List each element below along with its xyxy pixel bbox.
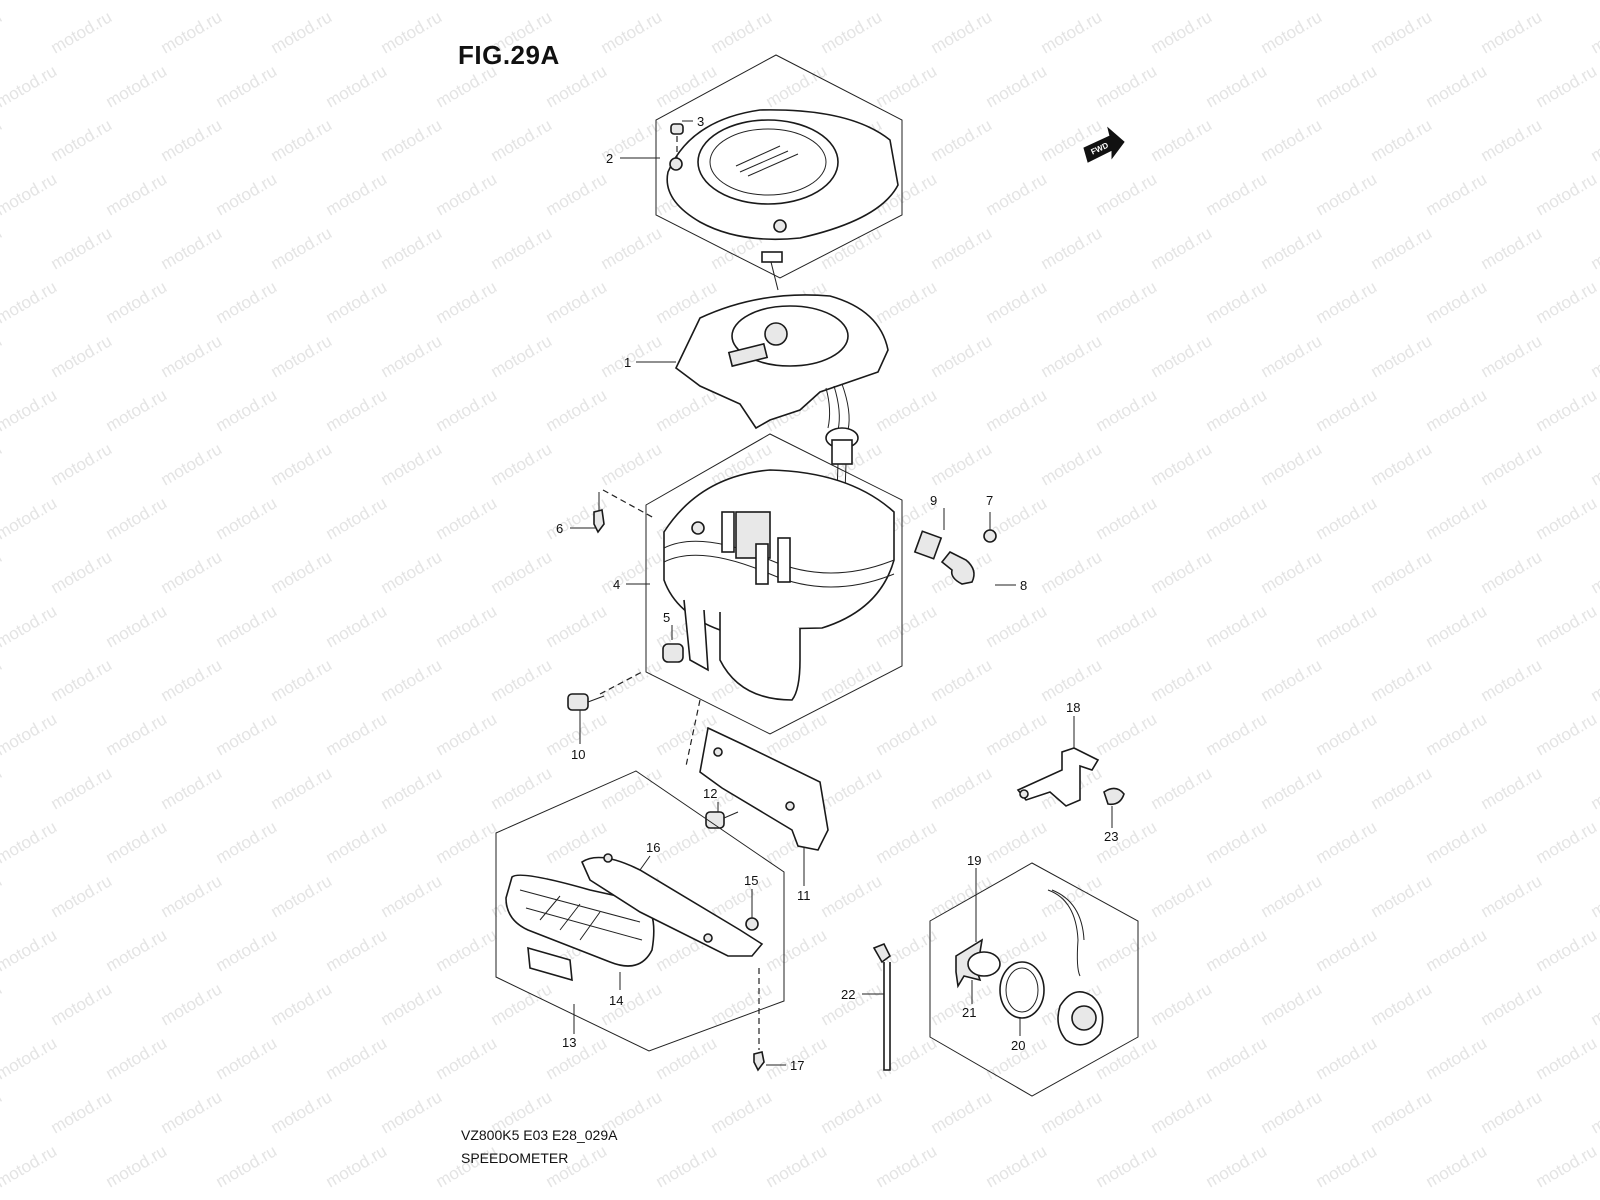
callout-11: 11: [797, 888, 811, 903]
callout-12: 12: [703, 786, 717, 801]
callout-10: 10: [571, 747, 585, 762]
callout-9: 9: [930, 493, 937, 508]
forward-direction-arrow: FWD: [1083, 126, 1125, 163]
callout-19: 19: [967, 853, 981, 868]
bracket-11: [685, 699, 829, 851]
gear-box-group: [929, 862, 1139, 1097]
bracket-18: [1016, 747, 1100, 807]
callout-6: 6: [556, 521, 563, 536]
screw-10: [567, 671, 643, 711]
meter-case-group: [645, 433, 903, 735]
figure-title: FIG.29A: [458, 40, 560, 70]
callout-5: 5: [663, 610, 670, 625]
clip-23: [1103, 787, 1125, 806]
cable-tie-22: [872, 942, 892, 1071]
callout-14: 14: [609, 993, 623, 1008]
callout-7: 7: [986, 493, 993, 508]
callout-21: 21: [962, 1005, 976, 1020]
screw-17: [753, 968, 765, 1072]
callout-2: 2: [606, 151, 613, 166]
diagram-caption: SPEEDOMETER: [461, 1150, 569, 1166]
clamp-group: [913, 512, 997, 585]
callout-18: 18: [1066, 700, 1080, 715]
callout-22: 22: [841, 987, 855, 1002]
callout-4: 4: [613, 577, 620, 592]
callout-1: 1: [624, 355, 631, 370]
callout-labels: 2 3 1 4 5 6 7 8 9 10 11 12 13 14 15 16 1…: [556, 114, 1118, 1073]
callout-13: 13: [562, 1035, 576, 1050]
meter-assembly: [674, 251, 889, 521]
callout-23: 23: [1104, 829, 1118, 844]
callout-3: 3: [697, 114, 704, 129]
meter-cover-group: [655, 54, 903, 279]
indicator-lamp-group: [495, 770, 785, 1052]
callout-16: 16: [646, 840, 660, 855]
model-code: VZ800K5 E03 E28_029A: [461, 1127, 618, 1143]
callout-17: 17: [790, 1058, 804, 1073]
callout-8: 8: [1020, 578, 1027, 593]
screw-12: [705, 811, 739, 829]
callout-15: 15: [744, 873, 758, 888]
callout-leaders: [570, 120, 1113, 1066]
bolt-6: [593, 489, 655, 534]
callout-20: 20: [1011, 1038, 1025, 1053]
